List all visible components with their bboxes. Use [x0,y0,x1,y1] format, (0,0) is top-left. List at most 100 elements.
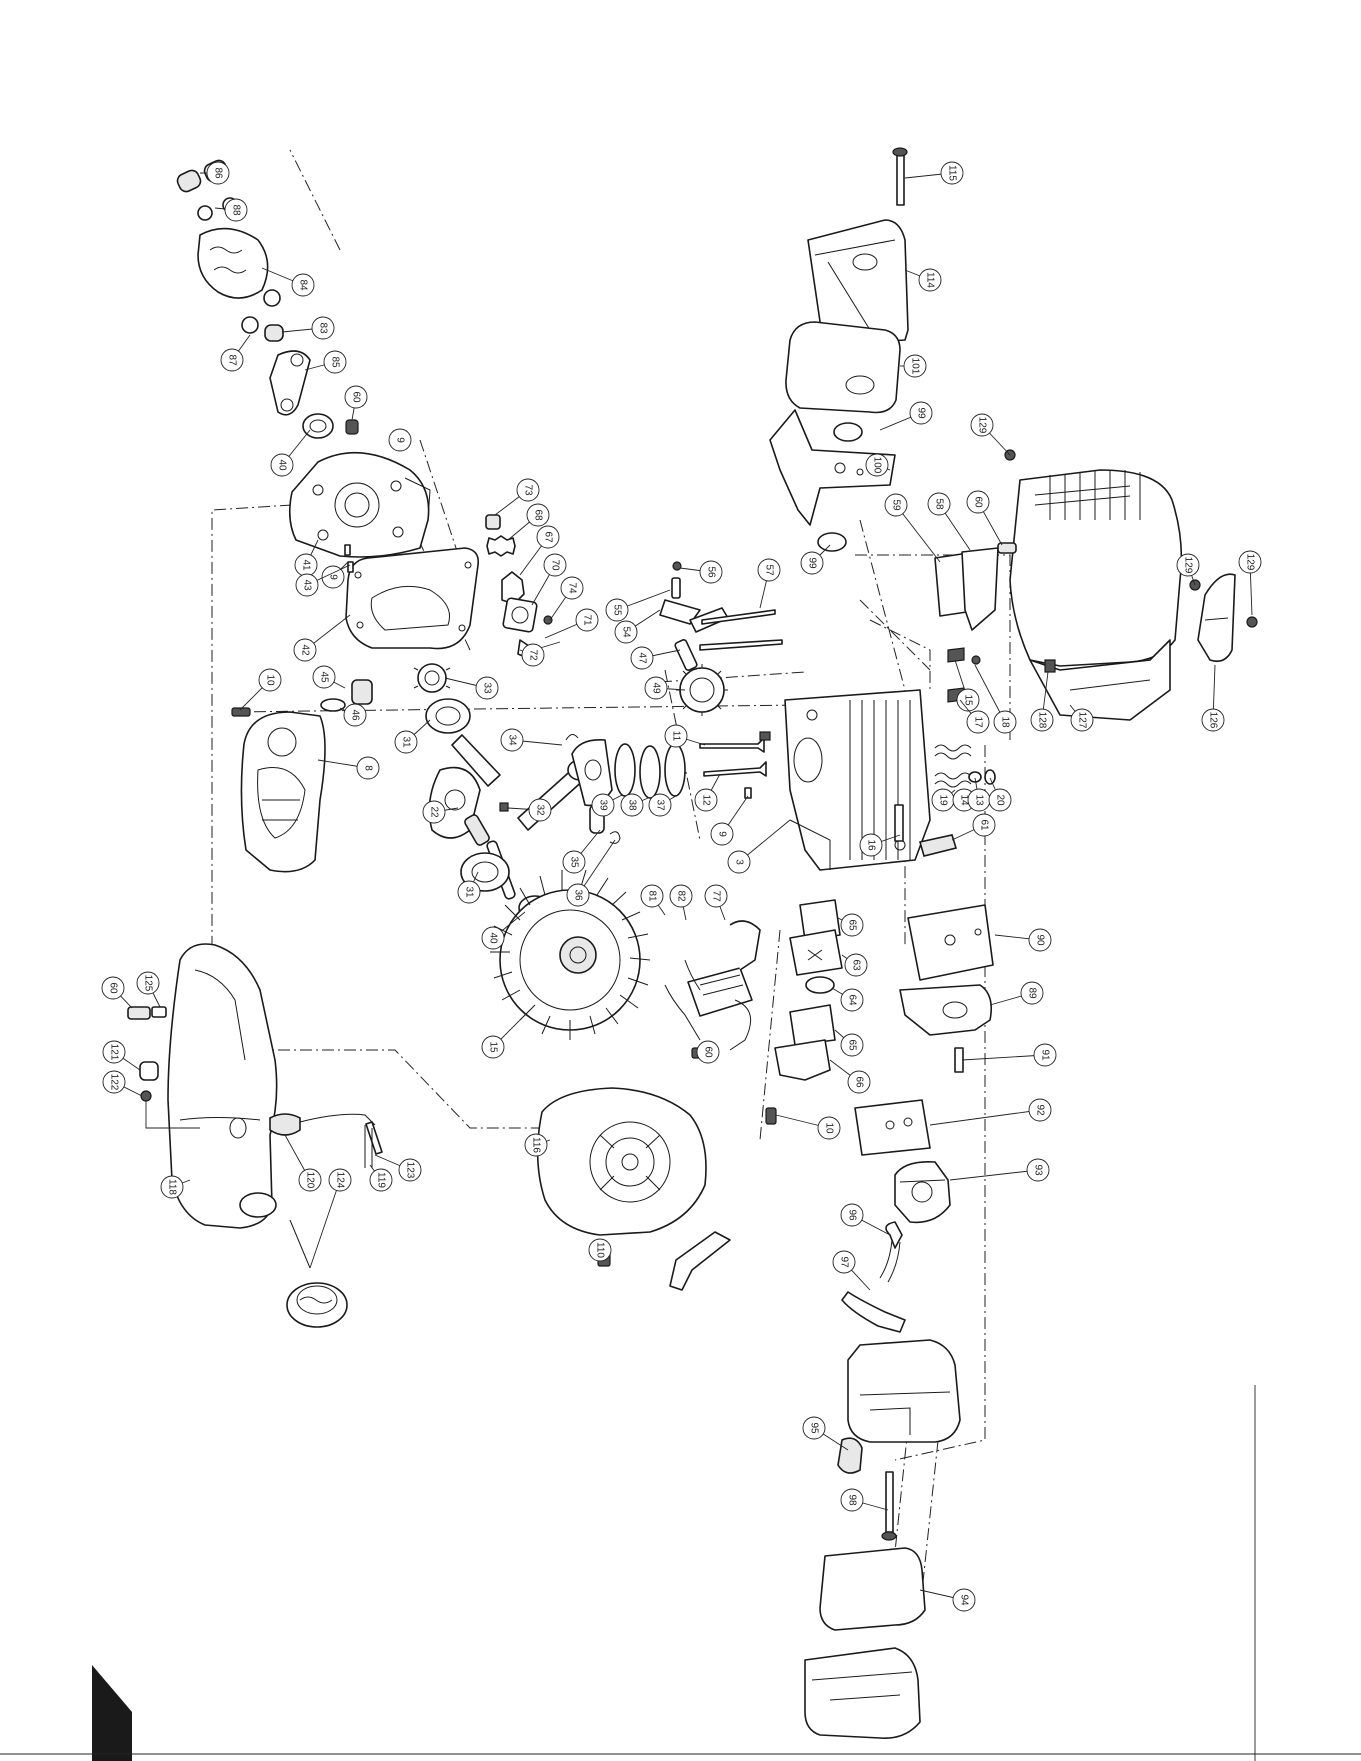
callout-110: 110 [588,1238,612,1262]
engine-cover-127 [1009,469,1183,721]
callout-77: 77 [704,884,728,921]
callout-circle [312,665,336,689]
fuel-tank-118 [167,943,278,1229]
clip-36 [609,831,621,844]
callout-number: 32 [535,804,546,816]
callout-12: 12 [694,773,721,812]
callout-circle [1070,708,1094,732]
callout-number: 9 [328,574,339,580]
primer-95 [837,1437,863,1474]
callout-number: 95 [809,1422,820,1434]
callout-circle [840,1488,864,1512]
callout-circle [343,703,367,727]
callout-circle [1020,981,1044,1005]
callout-circle [270,453,294,477]
callout-leader [895,504,941,563]
spark-plug-61 [918,834,958,857]
callout-126: 126 [1201,664,1225,732]
callout-circle [562,850,586,874]
callout-17: 17 [959,699,990,734]
callout-94: 94 [919,1588,976,1612]
callout-3: 3 [727,819,791,874]
plate-65 [799,899,841,941]
callout-number: 59 [891,499,902,511]
carb-body-66 [774,1039,831,1081]
callout-number: 89 [1027,987,1038,999]
callout-circle [648,793,672,817]
callout-circle [800,551,824,575]
callout-circle [295,573,319,597]
callout-121: 121 [102,1040,141,1071]
gasket-90 [907,904,994,981]
callout-number: 35 [569,856,580,868]
callout-71: 71 [544,608,599,639]
callout-number: 46 [350,709,361,721]
callout-95: 95 [802,1416,849,1451]
callout-number: 31 [401,736,412,748]
callout-number: 43 [302,579,313,591]
callout-number: 17 [973,716,984,728]
callout-129: 129 [1238,550,1262,616]
gasket-64 [805,976,835,994]
ignition-coil-77 [687,920,761,1051]
callout-number: 67 [543,531,554,543]
wire-81 [664,984,701,1041]
callout-circle [802,1416,826,1440]
callout-60: 60 [344,385,368,421]
callout-number: 49 [651,682,662,694]
valve-11 [699,737,765,753]
callout-circle [1201,708,1225,732]
callout-circle [206,161,230,185]
callout-circle [1028,928,1052,952]
callout-number: 36 [573,889,584,901]
callout-circle [102,1070,126,1094]
callout-46: 46 [339,703,367,727]
callout-number: 84 [298,279,309,291]
callout-83: 83 [281,316,335,340]
callout-18: 18 [974,664,1017,734]
callout-54: 54 [614,609,661,644]
callout-number: 86 [213,167,224,179]
callout-circle [696,1040,720,1064]
callout-number: 91 [1040,1049,1051,1061]
callout-circle [664,724,688,748]
callout-number: 19 [938,794,949,806]
callout-60: 60 [696,1040,720,1064]
callout-circle [311,316,335,340]
callout-number: 70 [550,559,561,571]
callout-number: 82 [676,890,687,902]
bolt-10 [231,707,251,717]
callout-number: 127 [1077,712,1088,729]
callout-circle [840,913,864,937]
callout-circle [927,492,951,516]
callout-number: 60 [108,982,119,994]
callout-number: 45 [319,671,330,683]
callout-number: 81 [647,890,658,902]
hose-97 [841,1291,906,1333]
breather-line-124 [289,1219,311,1269]
callout-65: 65 [834,1029,864,1057]
callout-114: 114 [904,268,942,292]
callout-number: 38 [627,799,638,811]
ring-38 [639,745,661,799]
callout-70: 70 [531,553,567,606]
callout-circle [884,493,908,517]
callout-number: 120 [305,1172,316,1189]
callout-circle [840,1203,864,1227]
rocker-54 [659,599,701,625]
callout-66: 66 [829,1059,871,1094]
callout-11: 11 [664,724,706,748]
callout-96: 96 [840,1203,891,1236]
callout-number: 119 [376,1172,387,1188]
callout-number: 124 [335,1172,346,1189]
callout-number: 60 [973,496,984,508]
callout-number: 40 [488,932,499,944]
callout-leader [961,1054,1046,1061]
callout-42: 42 [293,614,351,662]
callout-8: 8 [317,756,380,780]
callout-leader [309,1179,341,1269]
callout-86: 86 [200,161,230,185]
bolt-115 [896,154,905,206]
spring-19b [934,772,972,788]
callout-circle [699,560,723,584]
